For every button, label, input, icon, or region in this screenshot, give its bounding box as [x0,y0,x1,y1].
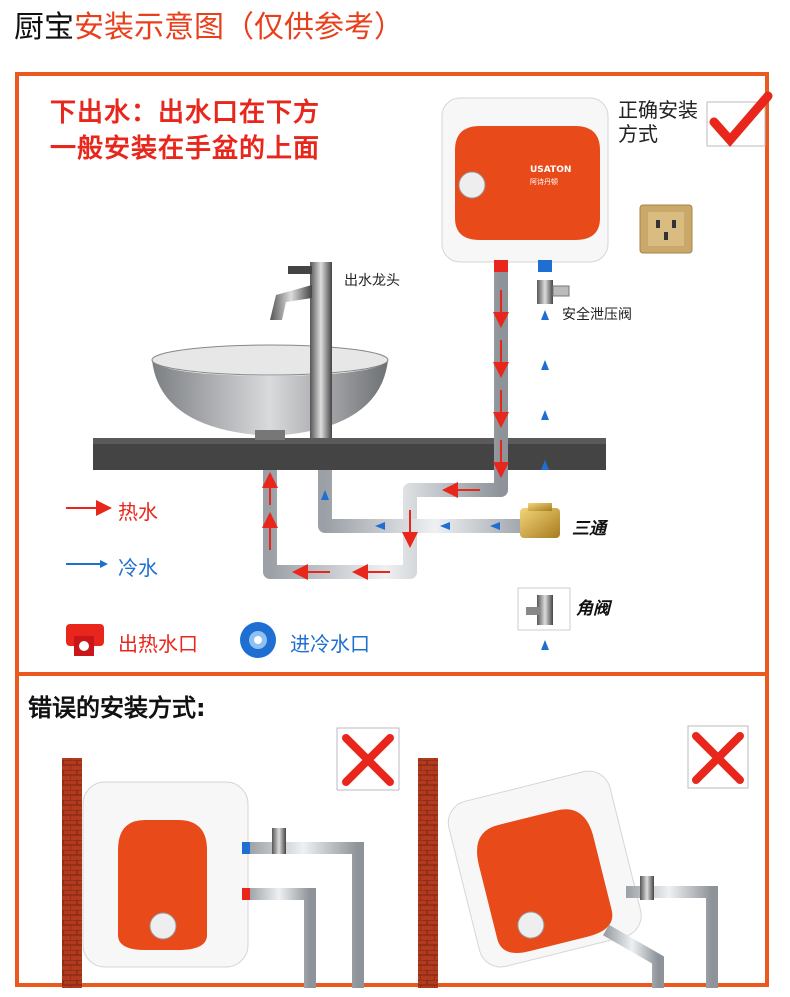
cold-inlet-icon [240,622,276,658]
hot-water-legend: 热水 [118,496,158,525]
pipes-wrong-1 [248,848,358,988]
cold-legend-arrow [66,560,108,568]
sink-basin [152,345,388,440]
relief-valve-label: 安全泄压阀 [562,304,632,324]
wrong-install-title: 错误的安装方式: [28,688,206,723]
hot-outlet-label: 出热水口 [118,628,198,657]
faucet-label: 出水龙头 [344,270,400,290]
water-heater-wrong-1 [83,782,248,967]
correct-install-label: 正确安装方式 [618,98,698,146]
wall-2 [418,758,438,988]
safety-relief-valve [537,280,569,304]
wrong-x-icon-2 [688,726,748,788]
water-heater: USATON 阿诗丹顿 [442,98,608,262]
brand-name: USATON [530,165,571,175]
angle-valve-label: 角阀 [576,594,610,619]
power-socket-icon [640,205,692,253]
tee-label: 三通 [572,514,606,539]
wall-1 [62,758,82,988]
hot-outlet-connector [494,260,508,272]
cold-inlet-connector [538,260,552,272]
cold-inlet-label: 进冷水口 [290,628,370,657]
hot-outlet-icon [66,624,104,656]
headline-line-1: 下出水：出水口在下方 [50,92,320,129]
headline-line-2: 一般安装在手盆的上面 [50,128,320,165]
angle-valve [518,588,570,630]
brand-sub: 阿诗丹顿 [530,177,558,186]
wrong-x-icon-1 [337,728,399,790]
correct-check-icon [707,96,768,146]
tee-fitting [520,503,560,538]
cold-water-legend: 冷水 [118,552,158,581]
